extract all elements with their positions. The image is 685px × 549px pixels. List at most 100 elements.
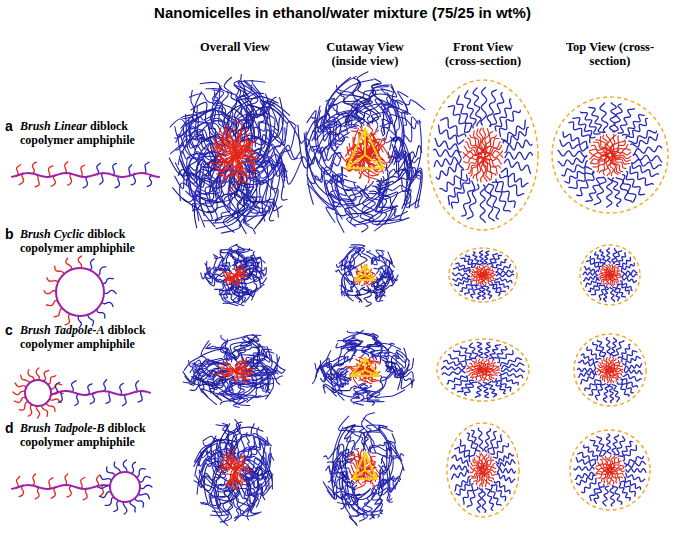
top-section bbox=[570, 430, 650, 510]
side-chain bbox=[44, 290, 56, 293]
corona-chain bbox=[621, 481, 636, 496]
micelle-outline bbox=[437, 339, 529, 401]
cutaway-edge bbox=[347, 128, 384, 168]
corona-chain bbox=[220, 250, 230, 269]
side-chain bbox=[83, 177, 88, 188]
side-chain bbox=[83, 488, 87, 500]
corona-chain bbox=[205, 348, 231, 362]
core-chain bbox=[233, 120, 242, 154]
cutaway-micelle bbox=[298, 72, 425, 233]
core-chain bbox=[223, 459, 235, 469]
side-chain bbox=[90, 259, 95, 270]
corona-chain bbox=[453, 276, 470, 281]
core-chain bbox=[611, 273, 621, 275]
micelle-outline bbox=[574, 334, 646, 406]
side-chain bbox=[123, 502, 127, 514]
corona-chain bbox=[469, 343, 477, 359]
corona-chain bbox=[626, 118, 647, 138]
ring-backbone bbox=[25, 380, 51, 406]
corona-chain bbox=[607, 248, 611, 263]
corona-chain bbox=[202, 376, 223, 396]
panel-letter: a bbox=[5, 118, 13, 134]
corona-chain bbox=[623, 356, 640, 365]
corona-chain bbox=[225, 377, 237, 404]
side-chain bbox=[123, 460, 126, 472]
corona-chain bbox=[558, 157, 587, 166]
corona-chain bbox=[240, 427, 260, 457]
corona-chain bbox=[563, 132, 588, 148]
corona-chain bbox=[346, 485, 364, 518]
corona-chain bbox=[224, 283, 237, 303]
corona-chain bbox=[486, 489, 494, 511]
core-chain bbox=[219, 153, 234, 159]
core-chain bbox=[232, 275, 237, 285]
corona-chain bbox=[501, 369, 524, 372]
corona-chain bbox=[197, 452, 229, 494]
corona-chain bbox=[229, 244, 248, 269]
corona-chain bbox=[487, 90, 496, 126]
corona-chain bbox=[377, 267, 393, 282]
corona-chain bbox=[442, 366, 465, 370]
corona-chain bbox=[387, 92, 408, 142]
corona-chain bbox=[632, 163, 659, 177]
overall-micelle bbox=[194, 419, 274, 525]
corona-chain bbox=[345, 426, 364, 452]
overall-micelle bbox=[201, 244, 267, 305]
side-chain bbox=[114, 501, 119, 512]
corona-chain bbox=[238, 380, 257, 402]
panel-letter: c bbox=[5, 322, 13, 338]
side-chain bbox=[135, 498, 143, 507]
side-chain bbox=[145, 162, 150, 173]
corona-chain bbox=[304, 133, 342, 182]
corona-chain bbox=[502, 120, 526, 142]
corona-chain bbox=[386, 371, 414, 388]
corona-chain bbox=[481, 88, 487, 125]
column-header: Cutaway View (inside view) bbox=[320, 40, 410, 69]
corona-chain bbox=[610, 287, 614, 302]
corona-chain bbox=[501, 373, 523, 378]
corona-chain bbox=[497, 460, 515, 468]
corona-chain bbox=[343, 425, 368, 445]
corona-chain bbox=[622, 277, 636, 283]
core-chain bbox=[610, 276, 612, 286]
side-chain bbox=[65, 162, 68, 174]
corona-chain bbox=[350, 250, 361, 271]
corona-chain bbox=[580, 112, 600, 134]
corona-chain bbox=[457, 96, 472, 131]
core-chain bbox=[225, 133, 233, 154]
corona-chain bbox=[490, 285, 501, 296]
corona-chain bbox=[178, 136, 215, 179]
top-section bbox=[580, 245, 640, 305]
corona-chain bbox=[336, 270, 350, 275]
core-chain bbox=[236, 156, 250, 176]
side-chain bbox=[75, 394, 79, 405]
micelle-outline bbox=[570, 430, 650, 510]
corona-chain bbox=[575, 472, 595, 479]
cutaway-edge bbox=[353, 452, 377, 479]
side-chain bbox=[14, 397, 26, 402]
core-chain bbox=[596, 470, 609, 474]
core-chain bbox=[484, 271, 495, 275]
corona-chain bbox=[574, 466, 594, 470]
side-chain bbox=[32, 162, 36, 173]
corona-chain bbox=[363, 185, 387, 225]
corona-chain bbox=[194, 443, 221, 466]
core-chain bbox=[214, 138, 234, 152]
core-chain bbox=[600, 276, 609, 280]
side-chain bbox=[107, 467, 115, 476]
side-chain bbox=[47, 278, 58, 283]
core-chain bbox=[236, 371, 249, 382]
side-chain bbox=[36, 406, 39, 418]
corona-chain bbox=[609, 384, 613, 402]
corona-chain bbox=[505, 152, 533, 159]
corona-chain bbox=[327, 458, 347, 480]
corona-chain bbox=[318, 356, 346, 372]
corona-chain bbox=[477, 342, 482, 357]
side-chain bbox=[147, 175, 152, 186]
corona-chain bbox=[633, 146, 661, 155]
corona-chain bbox=[622, 270, 637, 274]
cutaway-edge bbox=[356, 265, 375, 280]
corona-chain bbox=[485, 286, 492, 299]
core-chain bbox=[611, 467, 624, 470]
